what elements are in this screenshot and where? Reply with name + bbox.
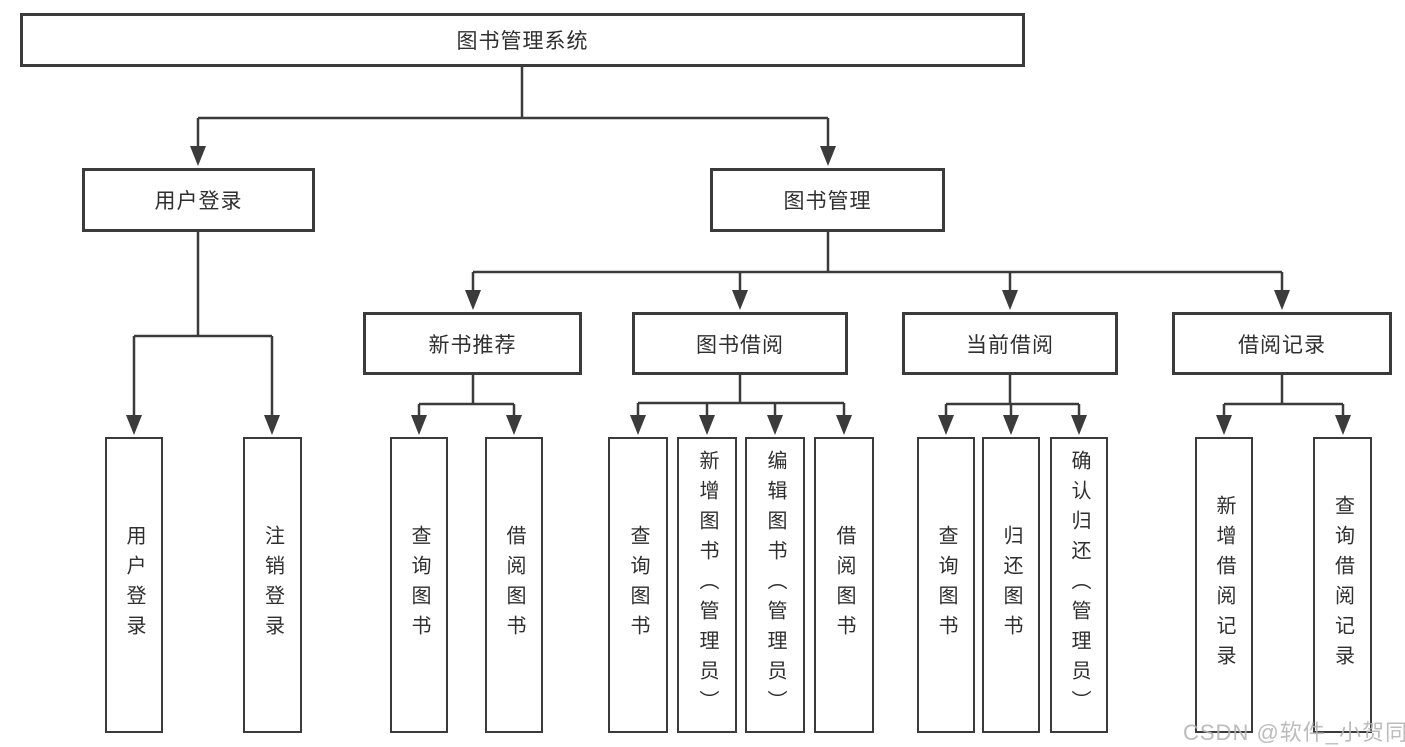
node-leaf-borrow-add: 新增图书（管理员） [677, 437, 737, 733]
node-recommend-group-label: 新书推荐 [428, 333, 517, 357]
node-leaf-current-query: 查询图书 [917, 437, 975, 733]
node-recommend-group: 新书推荐 [363, 312, 582, 375]
node-leaf-current-return: 归还图书 [982, 437, 1040, 733]
node-leaf-borrow-do: 借阅图书 [814, 437, 874, 733]
csdn-watermark: CSDN @软件_小贺同学 [1183, 720, 1405, 745]
node-leaf-user-logout: 注销登录 [243, 437, 302, 733]
node-borrow-group: 图书借阅 [632, 312, 848, 375]
connector-paths [132, 67, 1345, 419]
arrow-down-icon [506, 415, 522, 435]
arrow-down-icon [1274, 290, 1290, 310]
arrow-down-icon [1002, 290, 1018, 310]
leaf-label: 查询图书 [627, 525, 649, 645]
node-current-group-label: 当前借阅 [966, 333, 1054, 357]
node-leaf-recommend-borrow: 借阅图书 [485, 437, 543, 733]
arrow-down-icon [1071, 415, 1087, 435]
leaf-label: 借阅图书 [503, 525, 525, 645]
node-leaf-records-query: 查询借阅记录 [1313, 437, 1372, 733]
arrow-down-icon [630, 415, 646, 435]
leaf-label: 借阅图书 [833, 525, 855, 645]
arrow-down-icon [1216, 415, 1232, 435]
arrow-down-icon [938, 415, 954, 435]
arrow-down-icon [820, 146, 836, 166]
leaf-label: 编辑图书（管理员） [764, 450, 786, 720]
node-book-group: 图书管理 [710, 168, 945, 232]
arrow-down-icon [1003, 415, 1019, 435]
node-leaf-borrow-query: 查询图书 [608, 437, 668, 733]
node-current-group: 当前借阅 [902, 312, 1118, 375]
leaf-label: 确认归还（管理员） [1068, 450, 1090, 720]
node-leaf-records-add: 新增借阅记录 [1195, 437, 1253, 733]
arrow-down-icon [264, 415, 280, 435]
node-records-group-label: 借阅记录 [1238, 333, 1326, 357]
node-leaf-recommend-query: 查询图书 [390, 437, 448, 733]
leaf-label: 新增借阅记录 [1213, 495, 1235, 675]
leaf-label: 注销登录 [261, 525, 284, 645]
leaf-label: 查询图书 [935, 525, 957, 645]
arrow-down-icon [699, 415, 715, 435]
arrowheads [126, 146, 1351, 435]
leaf-label: 用户登录 [123, 525, 145, 645]
node-root: 图书管理系统 [20, 13, 1025, 67]
node-borrow-group-label: 图书借阅 [696, 333, 784, 357]
arrow-down-icon [465, 290, 481, 310]
arrow-down-icon [836, 415, 852, 435]
arrow-down-icon [190, 146, 206, 166]
arrow-down-icon [732, 290, 748, 310]
leaf-label: 查询图书 [408, 525, 430, 645]
leaf-label: 归还图书 [1000, 525, 1022, 645]
node-leaf-borrow-edit: 编辑图书（管理员） [745, 437, 805, 733]
arrow-down-icon [767, 415, 783, 435]
node-records-group: 借阅记录 [1172, 312, 1392, 375]
node-user-group-label: 用户登录 [154, 190, 243, 213]
node-leaf-user-login: 用户登录 [105, 437, 163, 733]
arrow-down-icon [1335, 415, 1351, 435]
node-root-label: 图书管理系统 [456, 30, 589, 53]
arrow-down-icon [411, 415, 427, 435]
node-user-group: 用户登录 [82, 168, 315, 232]
leaf-label: 查询借阅记录 [1331, 495, 1354, 675]
leaf-label: 新增图书（管理员） [696, 450, 718, 720]
node-leaf-current-confirm: 确认归还（管理员） [1050, 437, 1108, 733]
node-book-group-label: 图书管理 [783, 190, 872, 213]
arrow-down-icon [126, 415, 142, 435]
